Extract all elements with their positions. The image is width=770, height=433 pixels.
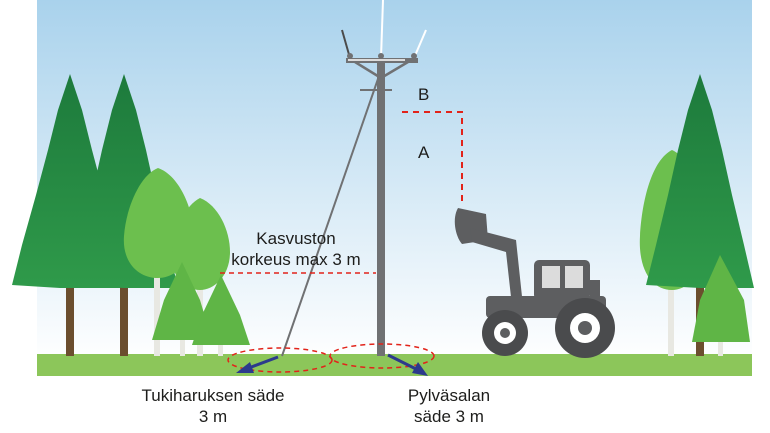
pole-radius-arrow-icon [387,353,428,376]
pole-radius-line1: Pylväsalan [407,386,491,405]
vegetation-height-line1: Kasvuston [256,229,336,248]
marker-a-label: A [418,143,430,162]
guy-wire [281,75,380,357]
guy-radius-arrow-icon [236,355,279,373]
tractor-icon [454,208,615,358]
birch-tree-icon [192,275,250,356]
guy-radius-ellipse [227,347,333,373]
guy-radius-line1: Tukiharuksen säde [141,386,285,405]
vegetation-height-line2: korkeus max 3 m [231,250,361,269]
vegetation-height-label: Kasvuston korkeus max 3 m [226,228,366,270]
guy-radius-line2: 3 m [198,407,228,426]
pole-radius-line2: säde 3 m [414,407,484,426]
pole-radius-label: Pylväsalan säde 3 m [394,385,504,427]
birch-tree-icon [692,255,750,356]
ground [37,354,752,376]
birch-tree-icon [152,262,212,356]
guy-radius-label: Tukiharuksen säde 3 m [128,385,298,427]
pole-radius-ellipse [329,343,435,369]
marker-b-label: B [418,85,430,104]
clearance-line [402,111,463,205]
power-pole-icon [341,0,427,356]
